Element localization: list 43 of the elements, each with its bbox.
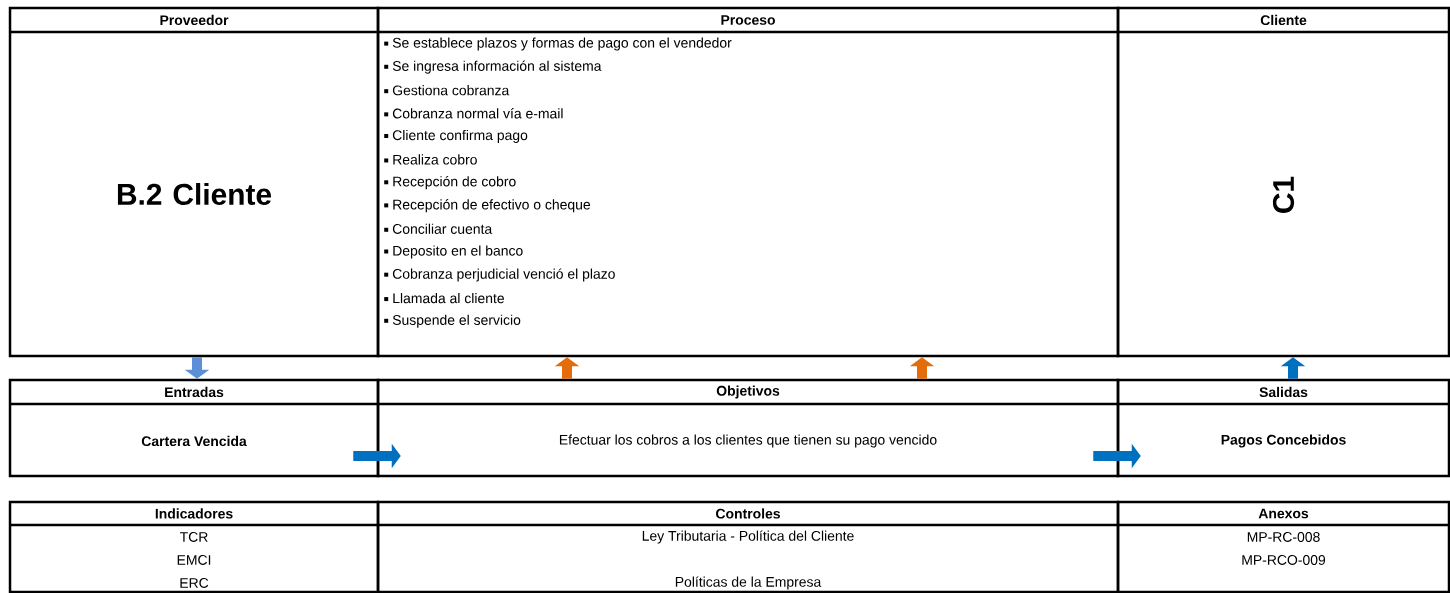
table-cell xyxy=(1116,6,1450,358)
list-item: Llamada al cliente xyxy=(384,292,504,304)
list-item: Cliente confirma pago xyxy=(384,129,528,143)
cell-text: Políticas de la Empresa xyxy=(675,576,822,590)
table-cell xyxy=(376,500,1120,593)
cell-text: MP-RC-008 xyxy=(1247,532,1320,542)
column-header: Proceso xyxy=(721,15,775,25)
list-item: Deposito en el banco xyxy=(384,245,523,259)
cell-text: Efectuar los cobros a los clientes que tienen su pago vencido xyxy=(559,434,937,448)
table-cell xyxy=(8,378,380,478)
table-cell xyxy=(8,6,380,358)
list-item: Se ingresa información al sistema xyxy=(384,60,602,74)
list-item: Gestiona cobranza xyxy=(384,85,510,96)
column-header: Controles xyxy=(716,508,780,519)
column-header: Cliente xyxy=(1260,14,1307,26)
column-header: Anexos xyxy=(1258,508,1309,519)
list-item: Conciliar cuenta xyxy=(384,223,493,234)
column-header: Proveedor xyxy=(160,14,229,26)
list-item: Realiza cobro xyxy=(384,154,477,165)
list-item: Recepción de cobro xyxy=(384,176,516,190)
cell-text: MP-RCO-009 xyxy=(1242,555,1326,565)
cell-text: TCR xyxy=(180,532,208,542)
list-item: Se establece plazos y formas de pago con el vendedor xyxy=(384,37,732,51)
cell-text: Ley Tributaria - Política del Cliente xyxy=(642,530,854,544)
column-header: Salidas xyxy=(1259,386,1308,398)
cell-text: ERC xyxy=(180,578,209,588)
list-item: Cobranza normal vía e-mail xyxy=(384,108,563,119)
table-cell xyxy=(1116,378,1450,478)
column-header: Objetivos xyxy=(716,385,780,399)
table-cell xyxy=(8,500,380,593)
cell-text: Pagos Concebidos xyxy=(1221,434,1346,448)
table-cell xyxy=(1116,500,1450,593)
list-item: Suspende el servicio xyxy=(384,314,521,328)
cell-text: EMCI xyxy=(177,555,211,565)
list-item: Recepción de efectivo o cheque xyxy=(384,199,591,213)
column-header: Entradas xyxy=(165,386,224,398)
list-item: Cobranza perjudicial venció el plazo xyxy=(384,268,615,282)
table-cell xyxy=(376,6,1120,358)
column-header: Indicadores xyxy=(155,508,233,519)
table-cell xyxy=(376,378,1120,478)
client-code: C1 xyxy=(1272,176,1295,213)
cell-text: Cartera Vencida xyxy=(141,435,247,447)
supplier-code: B.2 Cliente xyxy=(117,183,272,205)
